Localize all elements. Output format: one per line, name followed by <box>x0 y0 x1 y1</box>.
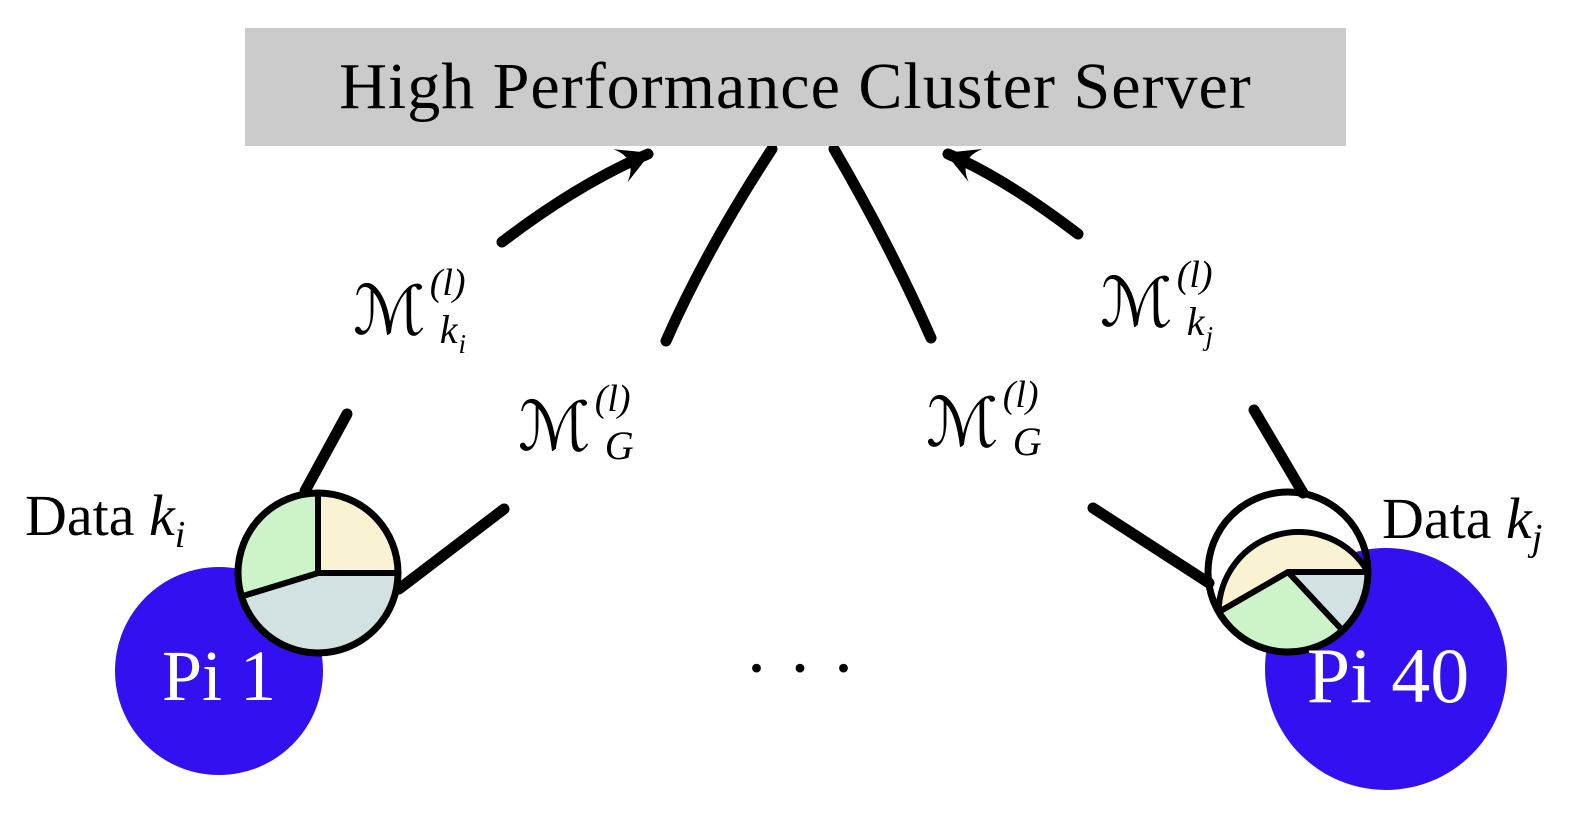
pi1-upload-connector <box>299 408 353 497</box>
global-model-line-left <box>660 143 778 347</box>
script-m-glyph: ℳ <box>926 384 999 463</box>
pi40-pie-outline <box>1204 488 1372 656</box>
ellipsis-dots: · · · <box>747 638 859 698</box>
script-m-glyph: ℳ <box>518 388 591 467</box>
subscript-j: j <box>1205 321 1213 351</box>
data-label-sub: j <box>1531 517 1543 559</box>
pi40-pie-slice-cream <box>1215 529 1371 615</box>
pi40-global-connector <box>1087 502 1215 589</box>
subscript-i: i <box>458 329 466 359</box>
data-label-kj: Data kj <box>1382 490 1543 559</box>
upload-arrow-left <box>496 148 654 248</box>
superscript-l: (l) <box>429 262 466 304</box>
subscript-k: k <box>1186 299 1205 344</box>
data-label-var: k <box>1506 486 1532 551</box>
subscript-g: G <box>604 423 634 468</box>
upload-arrow-right <box>942 148 1084 240</box>
pi40-upload-connector <box>1248 404 1309 499</box>
pi1-pie-outline <box>234 489 402 657</box>
superscript-l: (l) <box>1176 254 1213 296</box>
message-label-m-g-right: ℳ (l) G <box>926 376 1042 462</box>
message-label-m-g-left: ℳ (l) G <box>518 380 634 466</box>
script-m-glyph: ℳ <box>353 272 426 351</box>
pi1-device-label: Pi 1 <box>161 636 277 716</box>
data-label-var: k <box>149 483 175 548</box>
message-label-m-ki: ℳ (l) ki <box>353 262 466 358</box>
server-box: High Performance Cluster Server <box>245 28 1346 146</box>
superscript-l: (l) <box>1002 374 1039 416</box>
data-label-prefix: Data <box>1382 486 1492 551</box>
message-label-m-kj: ℳ (l) kj <box>1100 254 1213 350</box>
superscript-l: (l) <box>594 378 631 420</box>
data-label-ki: Data ki <box>25 487 186 556</box>
subscript-k: k <box>439 307 458 352</box>
pi1-data-pie <box>234 489 402 657</box>
subscript-g: G <box>1012 419 1042 464</box>
global-model-line-right <box>828 143 937 344</box>
connection-strokes <box>299 143 1309 595</box>
script-m-glyph: ℳ <box>1100 264 1173 343</box>
pi1-global-connector <box>393 503 510 595</box>
data-label-prefix: Data <box>25 483 135 548</box>
pi40-data-pie <box>1204 488 1372 656</box>
server-label: High Performance Cluster Server <box>339 50 1252 123</box>
pi40-device-label: Pi 40 <box>1306 632 1470 719</box>
data-label-sub: i <box>174 514 186 556</box>
